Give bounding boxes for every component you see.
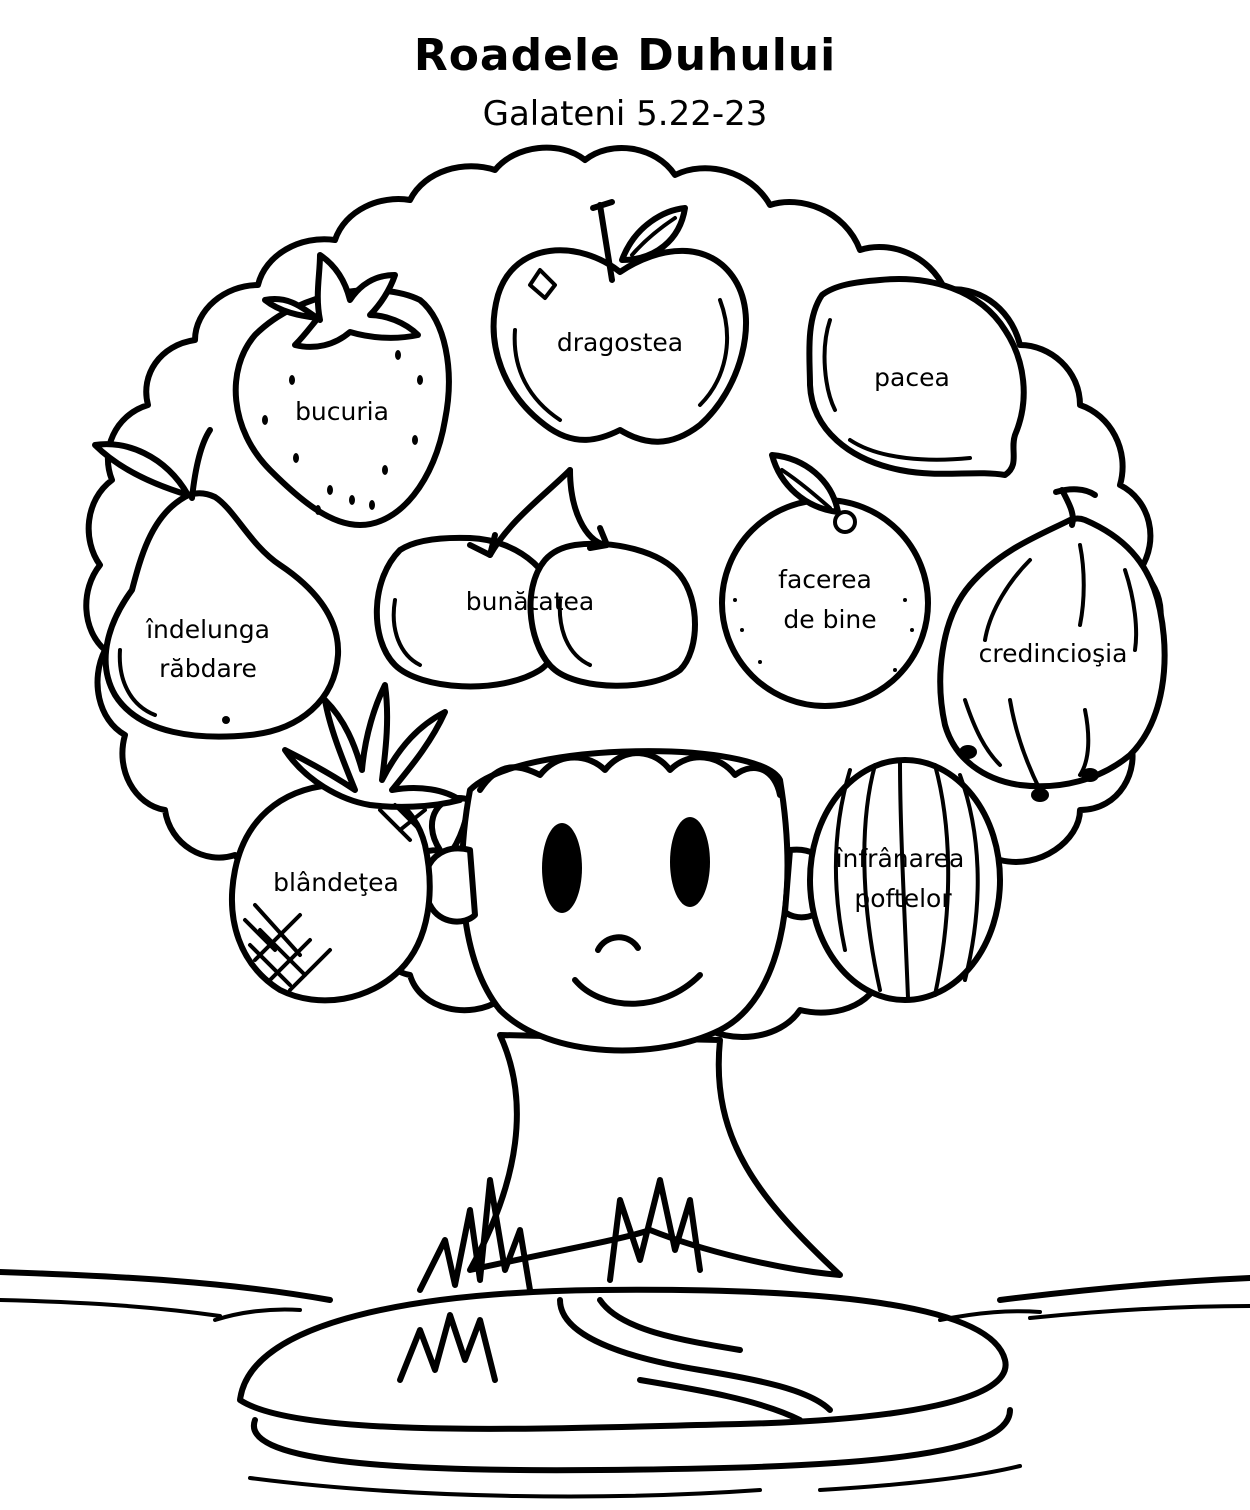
tree-trunk [467,1032,843,1423]
pineapple-icon [229,682,463,1004]
apple-icon [490,199,749,445]
lemon-icon [806,276,1027,478]
label-blandetea: blândeţea [273,868,399,897]
water-lines [0,1269,1250,1499]
grass-tufts [397,1177,703,1383]
label-facerea: facerea [778,565,872,594]
label-credinciosia: credincioşia [979,639,1128,668]
cherries-icon [373,467,698,690]
orange-icon [719,452,931,709]
strawberry-icon [232,252,452,528]
label-bucuria: bucuria [295,397,389,426]
label-indelunga: îndelunga [145,615,270,644]
label-de-bine: de bine [783,605,876,634]
page-subtitle: Galateni 5.22-23 [482,94,768,134]
label-poftelor: poftelor [854,884,952,913]
melon-icon [807,757,1003,1003]
fig-icon [937,486,1168,802]
label-dragostea: dragostea [557,328,683,357]
label-bunatatea: bunătatea [466,587,595,616]
page-title: Roadele Duhului [413,30,837,81]
pear-icon [92,427,342,740]
island [213,1286,1042,1474]
label-rabdare: răbdare [159,654,257,683]
label-pacea: pacea [874,363,950,392]
fruit-labels: dragostea bucuria pacea îndelunga răbdar… [145,328,1127,913]
label-infranarea: înfrânarea [835,844,965,873]
